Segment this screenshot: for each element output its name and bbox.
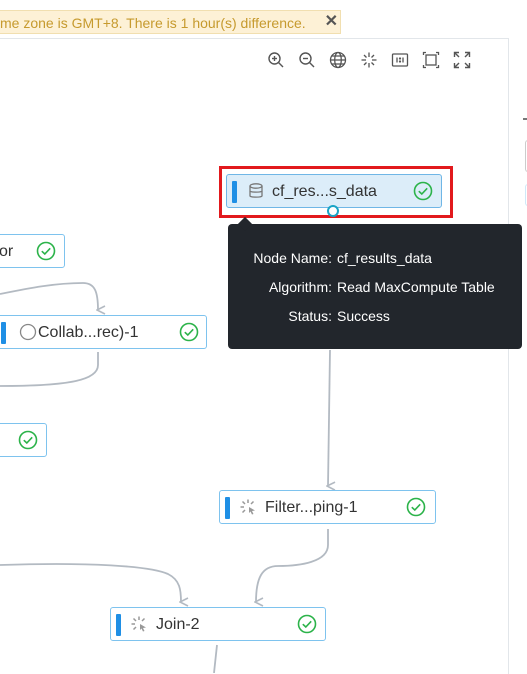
- tooltip-value: Success: [337, 308, 390, 324]
- panel-chip: [525, 184, 527, 206]
- fullscreen-icon[interactable]: [452, 50, 472, 70]
- node-tooltip: Node Name: cf_results_data Algorithm: Re…: [228, 216, 522, 349]
- edge-left-to-join: [0, 563, 181, 602]
- success-check-icon: [413, 181, 433, 201]
- tooltip-key: Status:: [288, 308, 332, 324]
- timezone-notice: me zone is GMT+8. There is 1 hour(s) dif…: [0, 10, 341, 34]
- edge-or-to-collab: [0, 282, 98, 310]
- node-label: Filter...ping-1: [265, 499, 358, 516]
- node-status-bar: [225, 497, 230, 519]
- output-port[interactable]: [327, 205, 339, 217]
- timezone-notice-text: me zone is GMT+8. There is 1 hour(s) dif…: [0, 15, 306, 31]
- loading-spinner-icon: [240, 499, 255, 515]
- node-partial[interactable]: [0, 423, 47, 457]
- close-icon[interactable]: ✕: [324, 13, 338, 30]
- zoom-out-icon[interactable]: [297, 50, 317, 70]
- node-join-2[interactable]: Join-2: [110, 607, 326, 641]
- fit-center-icon[interactable]: [359, 50, 379, 70]
- node-status-bar: [1, 322, 6, 344]
- edge-join-out: [213, 644, 218, 673]
- node-status-bar: [232, 181, 237, 203]
- workflow-canvas[interactable]: [0, 38, 509, 674]
- circle-icon: [19, 323, 37, 341]
- tooltip-value: Read MaxCompute Table: [337, 279, 495, 295]
- node-filter-mapping[interactable]: Filter...ping-1: [219, 490, 436, 524]
- node-partial-or[interactable]: or: [0, 234, 65, 268]
- tooltip-key: Node Name:: [253, 250, 332, 266]
- node-label: Collab...rec)-1: [38, 324, 139, 341]
- database-icon: [249, 183, 263, 198]
- node-label: or: [0, 243, 14, 260]
- actual-size-icon[interactable]: [390, 50, 410, 70]
- tooltip-value: cf_results_data: [337, 250, 432, 266]
- edge-cf-to-filter: [328, 349, 330, 486]
- properties-panel: [509, 38, 527, 673]
- node-label: cf_res...s_data: [272, 183, 377, 200]
- node-label: Join-2: [156, 616, 200, 633]
- panel-tab-marker: [523, 118, 527, 120]
- panel-input[interactable]: [525, 140, 527, 172]
- success-check-icon: [406, 497, 426, 517]
- node-collab-rec[interactable]: Collab...rec)-1: [0, 315, 207, 349]
- node-cf-results-data[interactable]: cf_res...s_data: [226, 174, 442, 208]
- success-check-icon: [36, 241, 56, 261]
- globe-icon[interactable]: [328, 50, 348, 70]
- edge-filter-to-join: [256, 529, 329, 602]
- node-status-bar: [116, 614, 121, 636]
- zoom-in-icon[interactable]: [266, 50, 286, 70]
- success-check-icon: [18, 430, 38, 450]
- loading-spinner-icon: [131, 616, 146, 632]
- edge-collab-out: [0, 352, 99, 387]
- tooltip-key: Algorithm:: [268, 279, 332, 295]
- success-check-icon: [297, 614, 317, 634]
- success-check-icon: [179, 322, 199, 342]
- selection-highlight: [219, 166, 453, 218]
- fit-canvas-icon[interactable]: [421, 50, 441, 70]
